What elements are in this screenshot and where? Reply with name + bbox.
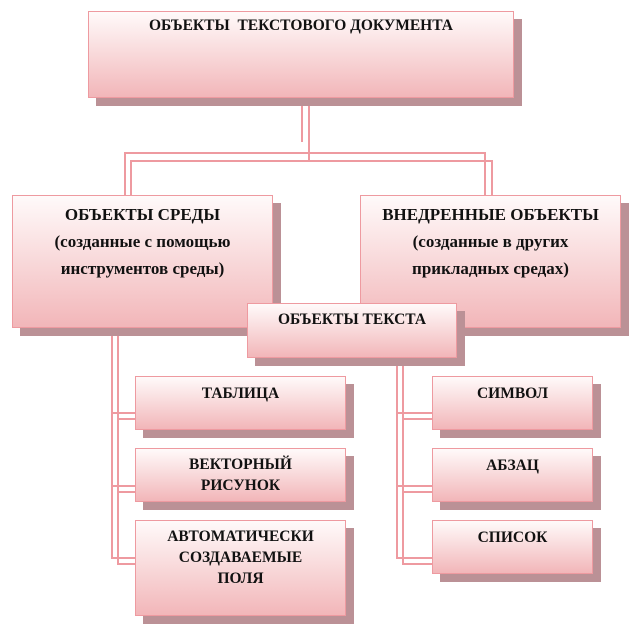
connector (402, 491, 432, 493)
list-node: СПИСОК (432, 520, 593, 574)
symbol-node: СИМВОЛ (432, 376, 593, 430)
connector (130, 160, 132, 203)
node-title: ОБЪЕКТЫ ТЕКСТА (277, 311, 427, 328)
connector (396, 485, 432, 487)
node-label: РИСУНОК (200, 477, 281, 494)
connector (396, 412, 432, 414)
connector (111, 557, 135, 559)
table-node: ТАБЛИЦА (135, 376, 346, 430)
connector (111, 328, 113, 557)
node-subtitle: (созданные в других (412, 232, 569, 251)
connector (124, 152, 126, 195)
connector (402, 418, 432, 420)
connector (117, 563, 135, 565)
node-label: АБЗАЦ (486, 457, 539, 474)
text-objects-node: ОБЪЕКТЫ ТЕКСТА (247, 303, 457, 358)
node-label: АВТОМАТИЧЕСКИ (167, 528, 314, 545)
node-subtitle: (созданные с помощью (54, 232, 231, 251)
connector (117, 491, 135, 493)
connector (130, 160, 492, 162)
root-node: ОБЪЕКТЫ ТЕКСТОВОГО ДОКУМЕНТА (88, 11, 514, 98)
connector (396, 557, 432, 559)
auto-fields-node: АВТОМАТИЧЕСКИ СОЗДАВАЕМЫЕ ПОЛЯ (135, 520, 346, 616)
node-label: ТАБЛИЦА (201, 385, 280, 402)
node-title: ОБЪЕКТЫ СРЕДЫ (64, 205, 221, 224)
node-label: ПОЛЯ (217, 570, 264, 587)
node-subtitle: прикладных средах) (412, 259, 569, 278)
root-title: ОБЪЕКТЫ ТЕКСТОВОГО ДОКУМЕНТА (149, 17, 453, 34)
env-objects-node: ОБЪЕКТЫ СРЕДЫ (созданные с помощью инстр… (12, 195, 273, 328)
node-label: ВЕКТОРНЫЙ (189, 456, 292, 473)
paragraph-node: АБЗАЦ (432, 448, 593, 502)
connector (117, 418, 135, 420)
connector (301, 98, 303, 142)
connector (402, 563, 432, 565)
node-label: СОЗДАВАЕМЫЕ (178, 549, 303, 566)
connector (396, 358, 398, 557)
node-label: СПИСОК (477, 529, 548, 546)
node-label: СИМВОЛ (476, 385, 549, 402)
node-subtitle: инструментов среды) (60, 259, 225, 278)
connector (117, 329, 247, 331)
connector (491, 160, 493, 203)
connector (111, 485, 135, 487)
connector (308, 98, 310, 160)
vector-drawing-node: ВЕКТОРНЫЙ РИСУНОК (135, 448, 346, 502)
connector (117, 336, 119, 563)
connector (111, 412, 135, 414)
connector (402, 358, 404, 563)
connector (484, 152, 486, 195)
connector (124, 152, 485, 154)
node-title: ВНЕДРЕННЫЕ ОБЪЕКТЫ (382, 205, 599, 224)
